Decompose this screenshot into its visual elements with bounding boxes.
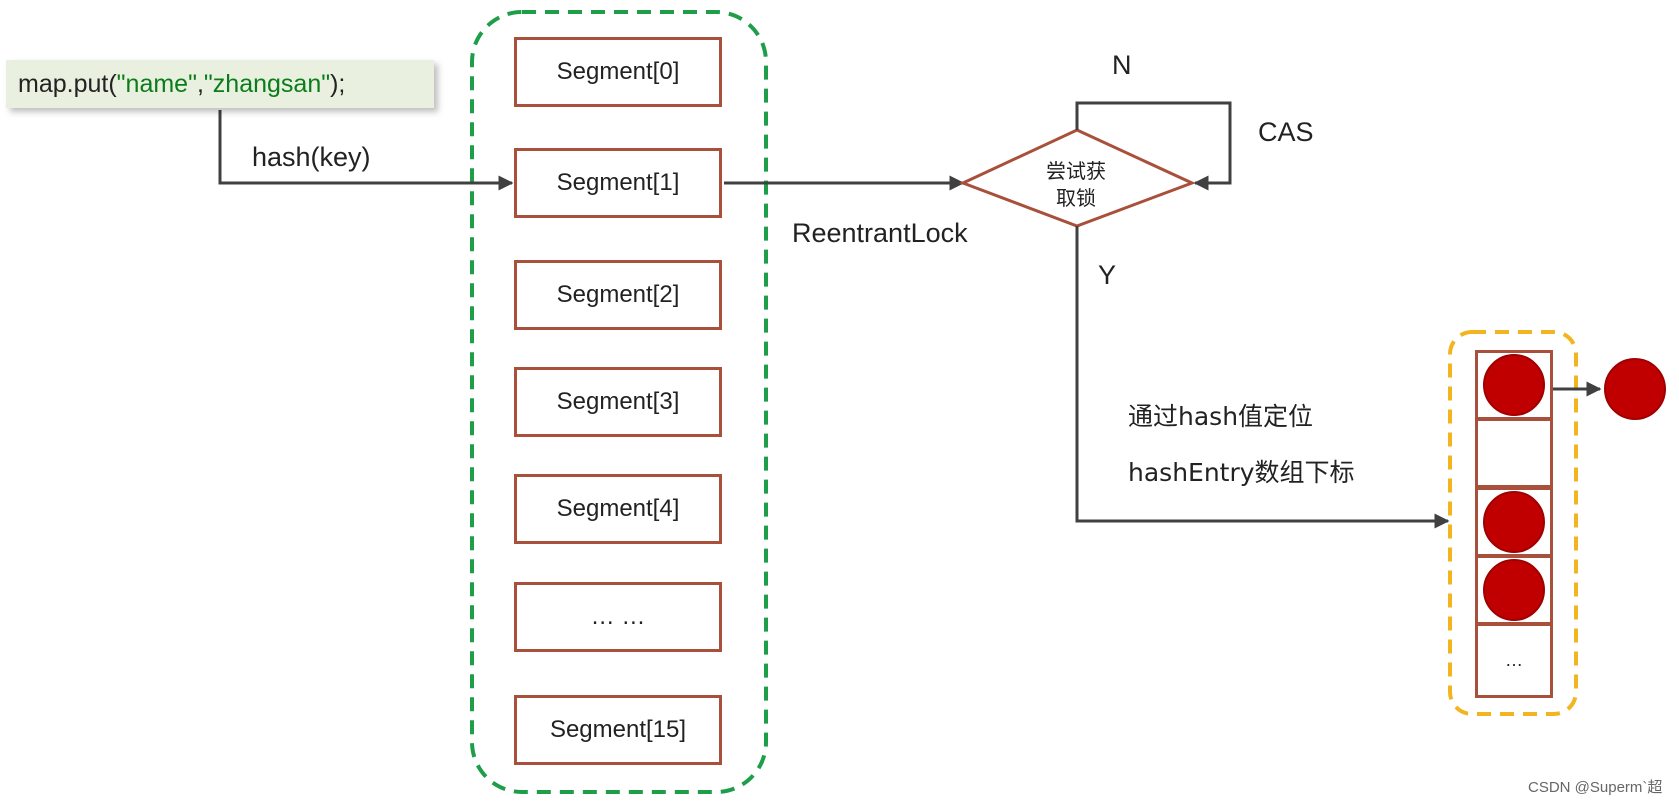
code-statement: map.put("name","zhangsan"); bbox=[6, 60, 434, 108]
try-lock-text-line2: 取锁 bbox=[1056, 186, 1096, 210]
cas-retry-loop-arrow bbox=[1075, 101, 1232, 191]
code-comma: , bbox=[196, 69, 204, 98]
yes-branch-label: Y bbox=[1098, 260, 1117, 290]
segment-box-3: Segment[3] bbox=[514, 367, 722, 437]
locate-label-line1: 通过hash值定位 bbox=[1128, 402, 1314, 431]
hash-entry-cell bbox=[1475, 487, 1553, 557]
cas-label: CAS bbox=[1258, 117, 1314, 147]
locate-label-line2: hashEntry数组下标 bbox=[1128, 458, 1355, 487]
try-lock-text: 尝试获 取锁 bbox=[1028, 158, 1124, 212]
entry-node bbox=[1483, 559, 1545, 621]
csdn-watermark: CSDN @Superm`超 bbox=[1528, 779, 1663, 796]
no-branch-label: N bbox=[1112, 50, 1132, 80]
code-suffix: ); bbox=[330, 69, 346, 98]
hash-entry-cell-empty bbox=[1475, 418, 1553, 488]
code-arg-key: "name" bbox=[116, 69, 197, 98]
code-prefix: map.put( bbox=[18, 69, 117, 98]
try-lock-text-line1: 尝试获 bbox=[1046, 159, 1106, 183]
segment-box-4: Segment[4] bbox=[514, 474, 722, 544]
code-arg-value: "zhangsan" bbox=[203, 69, 331, 98]
entry-node bbox=[1483, 354, 1545, 416]
segment-box-2: Segment[2] bbox=[514, 260, 722, 330]
reentrant-lock-label: ReentrantLock bbox=[792, 218, 968, 248]
chained-entry-node bbox=[1604, 358, 1666, 420]
hash-entry-cell bbox=[1475, 350, 1553, 420]
hash-entry-group-border bbox=[1448, 330, 1578, 716]
locate-index-arrow bbox=[1075, 226, 1450, 529]
hash-entry-cell bbox=[1475, 555, 1553, 625]
hash-key-arrow bbox=[218, 110, 514, 191]
segment-box-15: Segment[15] bbox=[514, 695, 722, 765]
segment-box-1: Segment[1] bbox=[514, 148, 722, 218]
hash-entry-cell-ellipsis: … bbox=[1475, 623, 1553, 698]
segment-box-0: Segment[0] bbox=[514, 37, 722, 107]
segment-box-ellipsis: … … bbox=[514, 582, 722, 652]
entry-node bbox=[1483, 491, 1545, 553]
hash-key-label: hash(key) bbox=[252, 142, 371, 172]
segment-group-border bbox=[470, 10, 768, 794]
